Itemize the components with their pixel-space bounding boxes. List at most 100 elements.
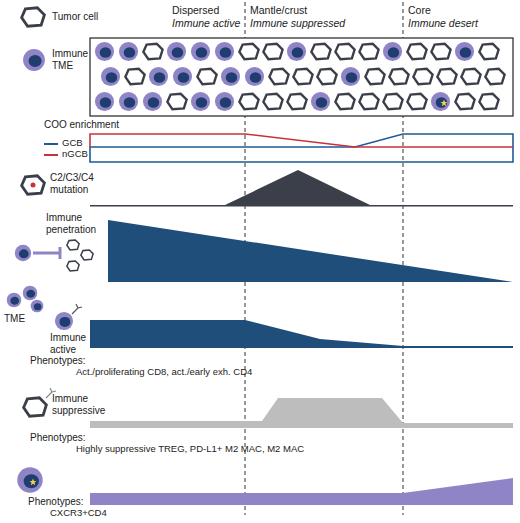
tumor-cell xyxy=(479,94,498,110)
legend-swatch xyxy=(44,154,58,156)
tumor-cell xyxy=(269,69,288,85)
tumor-cell xyxy=(359,94,378,110)
penetration-wedge xyxy=(108,220,513,282)
tumor-cell xyxy=(263,44,282,60)
tumor-cell xyxy=(143,44,162,60)
penetration-arrow-bar xyxy=(59,247,62,259)
immune-cell xyxy=(431,92,450,111)
immune-cell xyxy=(341,67,360,86)
row-label: COO enrichment xyxy=(44,119,119,131)
immune-suppressive-area xyxy=(90,398,513,428)
tumor-cell xyxy=(311,44,330,60)
tumor-cell-icon xyxy=(22,8,45,26)
tissue-panel xyxy=(90,38,513,116)
immune-cell xyxy=(245,67,264,86)
phenotype-heading: Phenotypes: xyxy=(30,355,86,367)
zone-heading: Mantle/crust xyxy=(250,4,307,16)
mutation-area xyxy=(90,170,513,207)
tumor-cell-icon xyxy=(81,250,93,260)
suppressive-cell-icon xyxy=(24,398,47,416)
ngcb-trace xyxy=(90,134,513,147)
row-label: TME xyxy=(4,313,25,325)
zone-subtitle: Immune active xyxy=(172,17,240,29)
immune-cell xyxy=(149,67,168,86)
tumor-cell xyxy=(413,69,432,85)
immune-active-icon xyxy=(55,312,73,330)
immune-active-area xyxy=(90,320,513,348)
immune-cell xyxy=(119,92,138,111)
zone-subtitle: Immune suppressed xyxy=(250,17,345,29)
legend-swatch xyxy=(44,143,58,145)
gcb-trace xyxy=(90,134,513,162)
tumor-cell xyxy=(293,69,312,85)
immune-cell xyxy=(383,42,402,61)
cxcr3-star xyxy=(441,100,448,107)
immune-cell-icon xyxy=(31,300,44,313)
row-label: Immune active xyxy=(50,332,90,355)
tumor-cell xyxy=(461,69,480,85)
tumor-cell xyxy=(359,44,378,60)
tumor-cell xyxy=(239,44,258,60)
phenotype-heading: Phenotypes: xyxy=(28,496,84,508)
immune-cell-icon xyxy=(7,293,22,308)
tumor-cell xyxy=(239,94,258,110)
mutation-dot xyxy=(31,183,36,188)
immune-cell-icon xyxy=(23,286,38,301)
immune-cell xyxy=(215,42,234,61)
tumor-cell xyxy=(389,69,408,85)
cxcr3-cd4-area xyxy=(90,478,513,505)
immune-cell xyxy=(221,67,240,86)
immune-cell xyxy=(167,42,186,61)
key-label: Immune TME xyxy=(52,48,92,71)
tumor-cell xyxy=(167,94,186,110)
immune-cell xyxy=(173,67,192,86)
tumor-cell-icon xyxy=(67,261,79,271)
zone-heading: Dispersed xyxy=(172,4,219,16)
immune-cell xyxy=(455,42,474,61)
tumor-cell-icon xyxy=(67,240,79,250)
immune-cell xyxy=(191,92,210,111)
immune-cell xyxy=(119,42,138,61)
receptor-symbol xyxy=(72,304,82,314)
row-label: C2/C3/C4 mutation xyxy=(50,172,95,195)
immune-cell xyxy=(95,92,114,111)
tumor-cell xyxy=(485,69,504,85)
tumor-cell xyxy=(455,94,474,110)
immune-cell xyxy=(95,42,114,61)
immune-cell-icon xyxy=(23,49,45,71)
phenotype-heading: Phenotypes: xyxy=(30,432,86,444)
immune-cell xyxy=(143,92,162,111)
penetration-arrow xyxy=(33,252,60,255)
tumor-cell xyxy=(365,69,384,85)
key-label: Tumor cell xyxy=(52,11,98,23)
legend-text: nGCB xyxy=(62,149,88,160)
immune-cell xyxy=(215,92,234,111)
immune-cell xyxy=(191,42,210,61)
mutated-tumor-icon xyxy=(22,176,45,194)
zone-subtitle: Immune desert xyxy=(408,17,478,29)
legend-text: GCB xyxy=(62,138,83,149)
immune-cell xyxy=(101,67,120,86)
tumor-cell xyxy=(263,94,282,110)
immune-cell-icon xyxy=(15,245,31,261)
cxcr3-star xyxy=(30,479,37,486)
tumor-cell xyxy=(407,94,426,110)
tumor-cell xyxy=(125,69,144,85)
tumor-cell xyxy=(383,94,402,110)
immune-cell-icon xyxy=(17,467,42,492)
tumor-cell xyxy=(437,69,456,85)
row-label: Immune penetration xyxy=(46,212,106,235)
tumor-cell xyxy=(479,44,498,60)
zone-heading: Core xyxy=(408,4,431,16)
phenotype-text: Act./proliferating CD8, act./early exh. … xyxy=(76,367,252,378)
tumor-cell xyxy=(335,94,354,110)
phenotype-text: CXCR3+CD4 xyxy=(50,508,107,519)
immune-cell xyxy=(287,42,306,61)
row-label: Immune suppressive xyxy=(52,393,90,416)
tumor-cell xyxy=(431,44,450,60)
tumor-cell xyxy=(287,94,306,110)
tumor-cell xyxy=(407,44,426,60)
tumor-cell xyxy=(317,69,336,85)
tumor-cell xyxy=(335,44,354,60)
